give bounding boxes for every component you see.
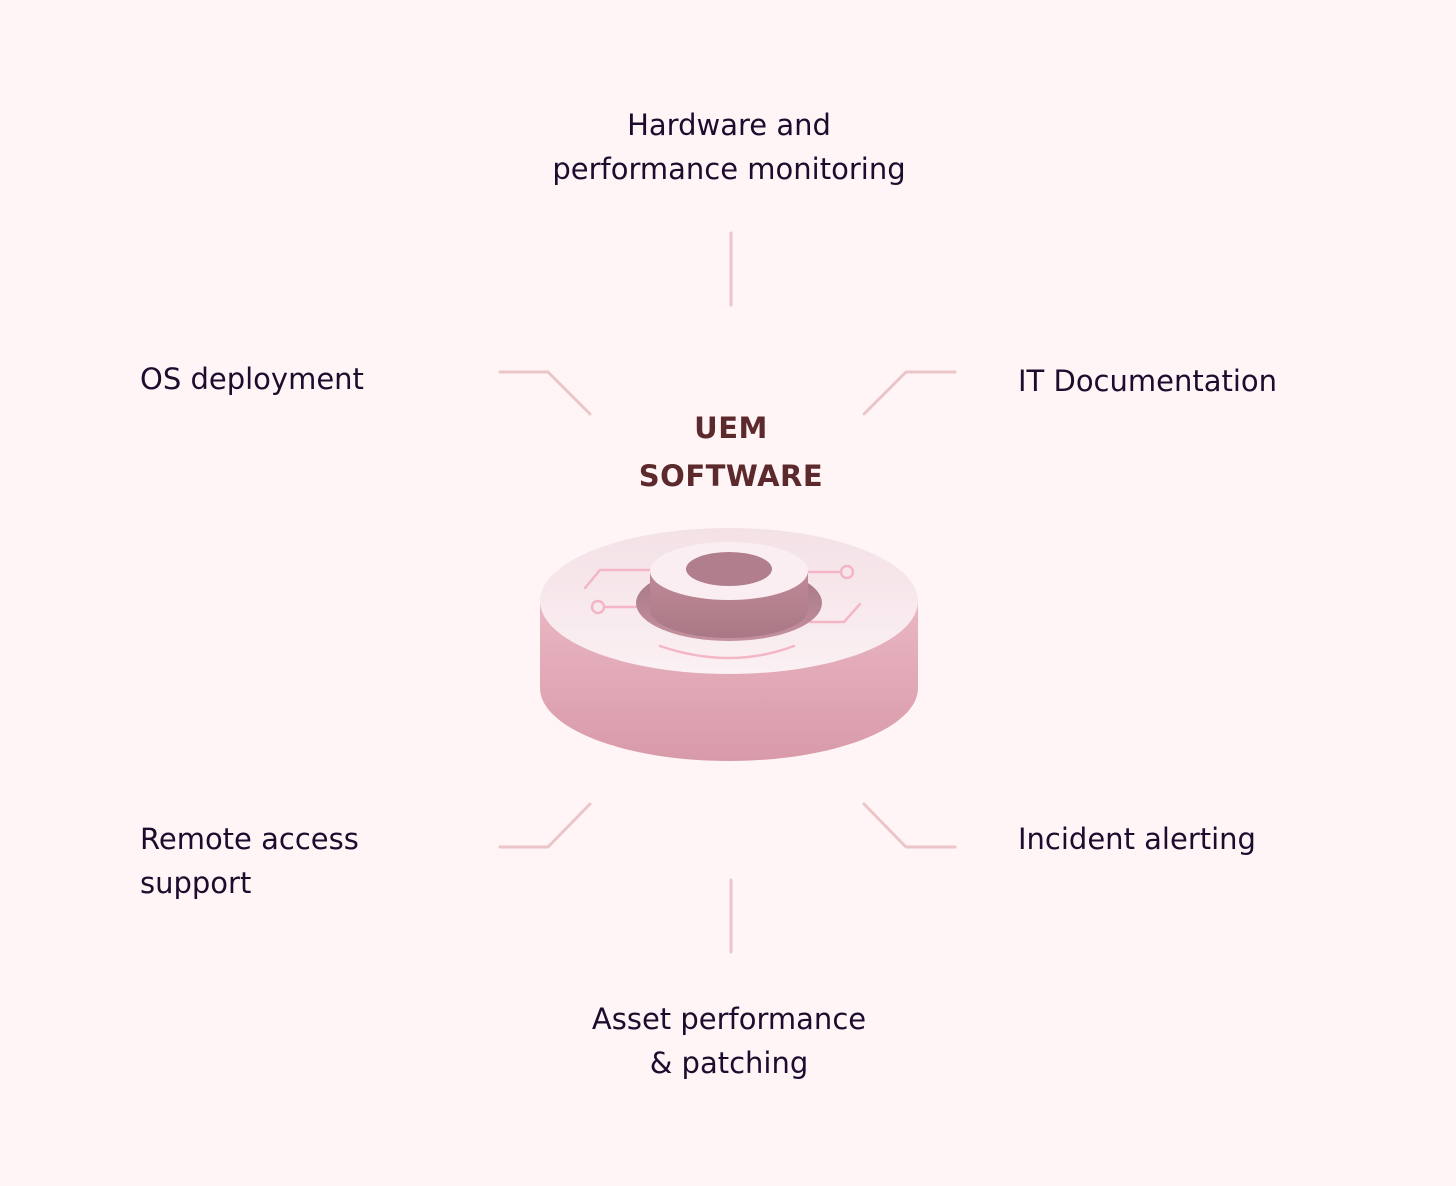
feature-label-asset-performance: Asset performance & patching (592, 997, 866, 1085)
connector-bottom-left (498, 802, 592, 849)
feature-label-line: performance monitoring (552, 152, 906, 186)
feature-label-line: OS deployment (140, 362, 364, 396)
feature-label-line: Incident alerting (1018, 822, 1256, 856)
connector-top-right (862, 370, 957, 416)
hub-title-line2: SOFTWARE (638, 459, 824, 493)
feature-label-hardware-monitoring: Hardware and performance monitoring (552, 103, 905, 191)
connector-bottom-right (862, 802, 957, 849)
hub-title-line1: UEM (694, 411, 768, 445)
feature-label-remote-access: Remote access support (140, 817, 359, 905)
feature-label-line: & patching (649, 1046, 809, 1080)
feature-label-line: Hardware and (627, 108, 831, 142)
feature-label-line: Remote access (140, 822, 359, 856)
feature-label-line: support (140, 866, 252, 900)
feature-label-os-deployment: OS deployment (140, 357, 364, 401)
feature-label-line: Asset performance (591, 1002, 867, 1036)
connector-top-left (498, 370, 592, 416)
feature-label-line: IT Documentation (1018, 364, 1278, 398)
feature-label-incident-alerting: Incident alerting (1018, 817, 1256, 861)
circuit-traces (583, 564, 862, 660)
hub-title: UEM SOFTWARE (639, 404, 823, 500)
hub-hole (686, 552, 772, 586)
feature-label-it-documentation: IT Documentation (1018, 359, 1277, 403)
